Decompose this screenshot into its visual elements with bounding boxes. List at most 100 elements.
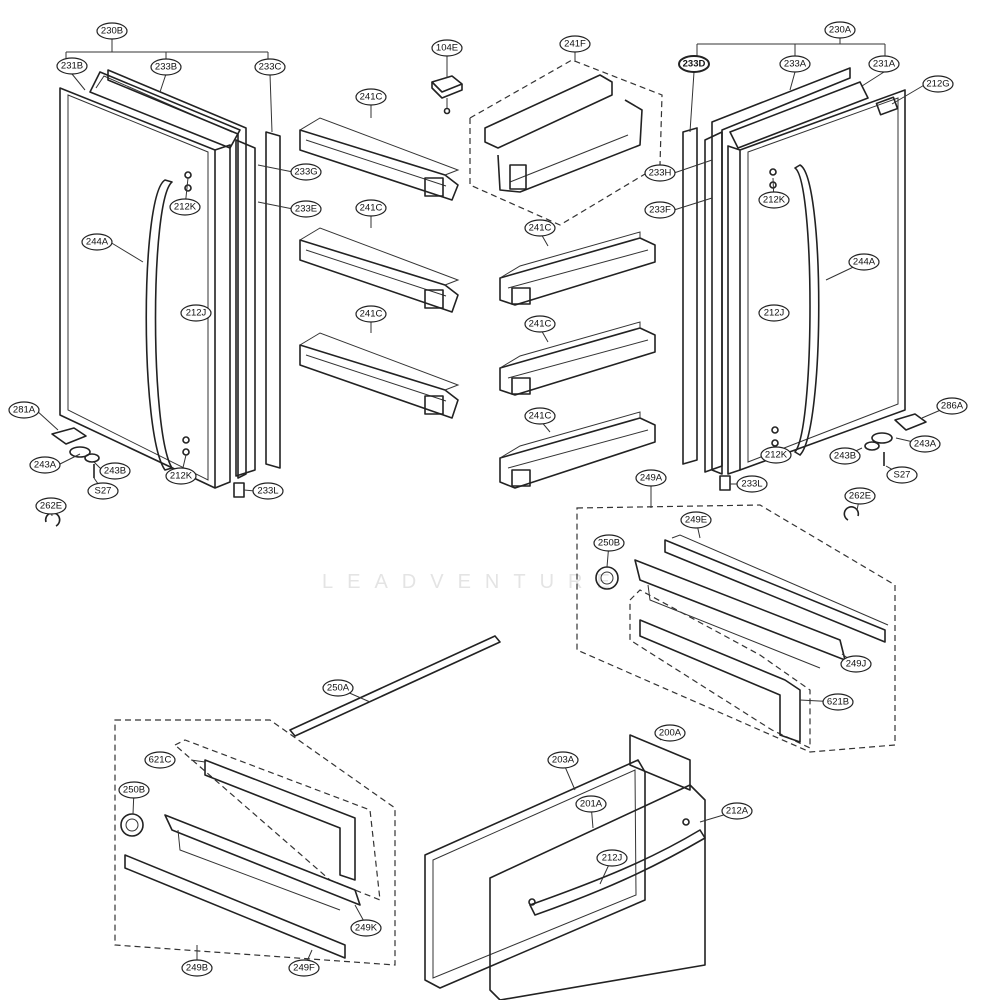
callout-bubble [35, 497, 67, 515]
callout-bubble [936, 397, 968, 415]
callout-bubble [524, 219, 556, 237]
callout-label: 212K [765, 450, 788, 461]
callout-left-hinge-bushing: 243B [99, 462, 131, 480]
right-door-cap [729, 81, 869, 149]
callout-bubble [596, 849, 628, 867]
callout-label: 250B [123, 785, 145, 796]
drawer-panel [489, 784, 706, 1000]
callout-left-door-assembly: 230B [96, 22, 128, 40]
callout-label: 243A [914, 439, 937, 450]
callout-bubble [886, 466, 918, 484]
callout-label: 233L [741, 479, 762, 490]
callout-label: 249F [293, 963, 315, 974]
callout-left-gasket-inner: 233G [290, 163, 322, 181]
callout-label: 233H [649, 168, 672, 179]
left-door-panel [59, 87, 216, 489]
callout-label: 212K [170, 471, 193, 482]
callout-bubble [654, 724, 686, 742]
callout-label: 104E [436, 43, 458, 54]
callout-label: 262E [40, 501, 62, 512]
callout-bracket-left: 621C [144, 751, 176, 769]
callout-left-gasket-frame: 233E [290, 200, 322, 218]
left-hinge-washer [69, 446, 91, 458]
left-hinge-bushing [84, 453, 100, 463]
callout-bubble [29, 456, 61, 474]
callout-label: 200A [659, 728, 682, 739]
rail-right-parts [595, 534, 889, 743]
callout-label: 212J [764, 308, 785, 319]
right-gasket-frame [704, 131, 723, 473]
callout-bubble [575, 795, 607, 813]
dairy-bin [484, 74, 643, 193]
callout-left-clip: 262E [35, 497, 67, 515]
drawer-screw [682, 818, 690, 826]
callout-right-hinge-screw: S27 [886, 466, 918, 484]
right-door-gasket [711, 67, 851, 475]
callout-bubble [81, 233, 113, 251]
callout-label: 233E [295, 204, 317, 215]
callout-label: 212J [602, 853, 623, 864]
callout-bubble [322, 679, 354, 697]
callout-label: 241C [529, 319, 552, 330]
callout-label: 243B [834, 451, 856, 462]
callout-label: 249K [355, 923, 378, 934]
door-bins [299, 59, 663, 489]
bin-l2 [299, 227, 460, 313]
callout-bubble [824, 21, 856, 39]
left-door-group [44, 69, 281, 527]
rail-cover-left-shape [124, 854, 346, 959]
callout-bubble [559, 35, 591, 53]
callout-label: 241C [529, 411, 552, 422]
leader-lines [35, 30, 951, 969]
callout-label: 233L [257, 486, 278, 497]
callout-bubble [909, 435, 941, 453]
callout-right-door-assembly: 230A [824, 21, 856, 39]
callout-bubble [524, 315, 556, 333]
callout-label: 203A [552, 755, 575, 766]
callout-label: 231A [873, 59, 896, 70]
drawer-gasket [424, 759, 646, 989]
callout-rail-left: 249K [350, 919, 382, 937]
callout-label: S27 [95, 486, 112, 497]
right-screw-bottom [771, 426, 779, 434]
callout-left-screw-bottom: 212K [165, 467, 197, 485]
right-door-label [875, 96, 899, 116]
callout-bubble [96, 22, 128, 40]
callout-rail-cover-right: 249E [680, 511, 712, 529]
callout-right-handle: 244A [848, 253, 880, 271]
callout-right-screw-bottom: 212K [760, 446, 792, 464]
right-clip [843, 506, 860, 521]
drawer-rod [289, 635, 501, 737]
left-clip [44, 512, 61, 527]
callout-bubble [56, 57, 88, 75]
callout-drawer-screw: 212A [721, 802, 753, 820]
callout-bubble [822, 693, 854, 711]
callout-bin-l1: 241C [355, 88, 387, 106]
callout-left-door-panel: 212J [180, 304, 212, 322]
callout-drawer-rod: 250A [322, 679, 354, 697]
callout-label: 262E [849, 491, 871, 502]
rail-assembly-left-frame [114, 719, 396, 966]
left-gasket-frame [235, 139, 256, 477]
drawer-handle [529, 829, 706, 916]
callout-bubble [829, 447, 861, 465]
callout-bubble [169, 198, 201, 216]
callout-label: 249B [186, 963, 208, 974]
bin-r1 [499, 231, 656, 306]
callout-bubble [635, 469, 667, 487]
callout-gear-left: 250B [118, 781, 150, 799]
left-screw-bottom [182, 436, 190, 444]
callout-bubble [181, 959, 213, 977]
callout-bubble [144, 751, 176, 769]
callout-right-clip: 262E [844, 487, 876, 505]
callout-right-hinge-washer: 243A [909, 435, 941, 453]
callout-bubble [593, 534, 625, 552]
callout-label: S27 [894, 470, 911, 481]
callout-right-hinge: 286A [936, 397, 968, 415]
callout-right-door-panel: 212J [758, 304, 790, 322]
callout-label: 212G [926, 79, 949, 90]
watermark-text: LEADVENTURE [322, 571, 624, 593]
right-screw-top [769, 168, 777, 176]
